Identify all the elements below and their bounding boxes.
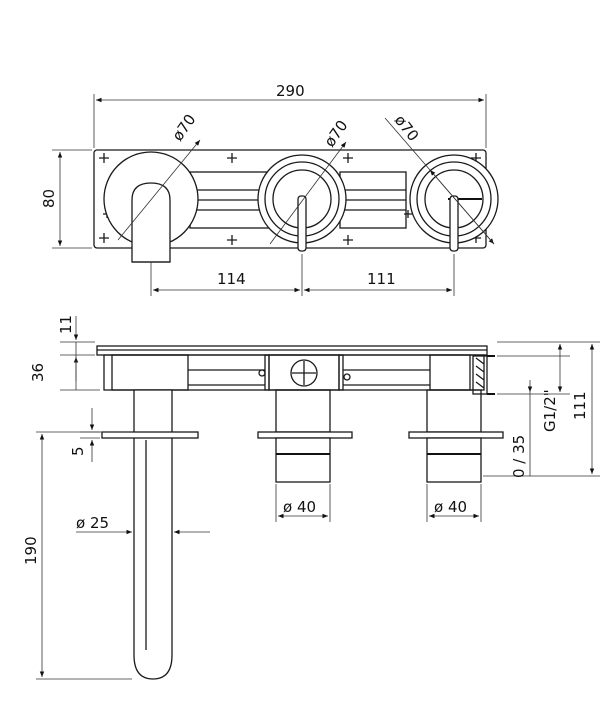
spout-dia-label: ø 25 [76,514,109,532]
right-rosette-side [408,431,504,439]
spout-length-label: 190 [22,536,40,565]
spout-pipe [133,389,173,680]
dia-center-plate-label: ø70 [321,117,352,150]
total-depth-label: 111 [571,391,589,420]
spacing-right-label: 111 [367,270,396,288]
dia-spout-plate-label: ø70 [169,111,200,144]
box-left-block [111,354,189,391]
spout-body [131,182,171,263]
handle-dia-right-label: ø 40 [434,498,467,516]
plate-height-label: 80 [40,189,58,208]
front-view: ø70 ø70 ø70 290 80 114 111 [40,82,499,296]
spout-rosette-side [101,431,199,439]
center-rosette-side [257,431,353,439]
center-lever [297,195,307,252]
box-depth-label: 36 [29,363,47,382]
spacing-left-label: 114 [217,270,246,288]
right-handle-side [426,437,482,483]
rosette-thickness-label: 5 [69,446,87,456]
side-view: 11 36 5 190 ø 25 ø 40 ø 40 [22,315,600,680]
right-lever [449,195,459,252]
dia-right-plate-label: ø70 [391,111,423,144]
adjust-range-label: 0 / 35 [510,435,528,478]
overall-width-label: 290 [276,82,305,100]
center-handle-side [275,437,331,483]
box-top-label: 11 [57,315,75,334]
thread-label: G1/2" [541,389,559,432]
handle-dia-center-label: ø 40 [283,498,316,516]
box-right-block [429,354,471,391]
thread-inlet [472,355,488,395]
